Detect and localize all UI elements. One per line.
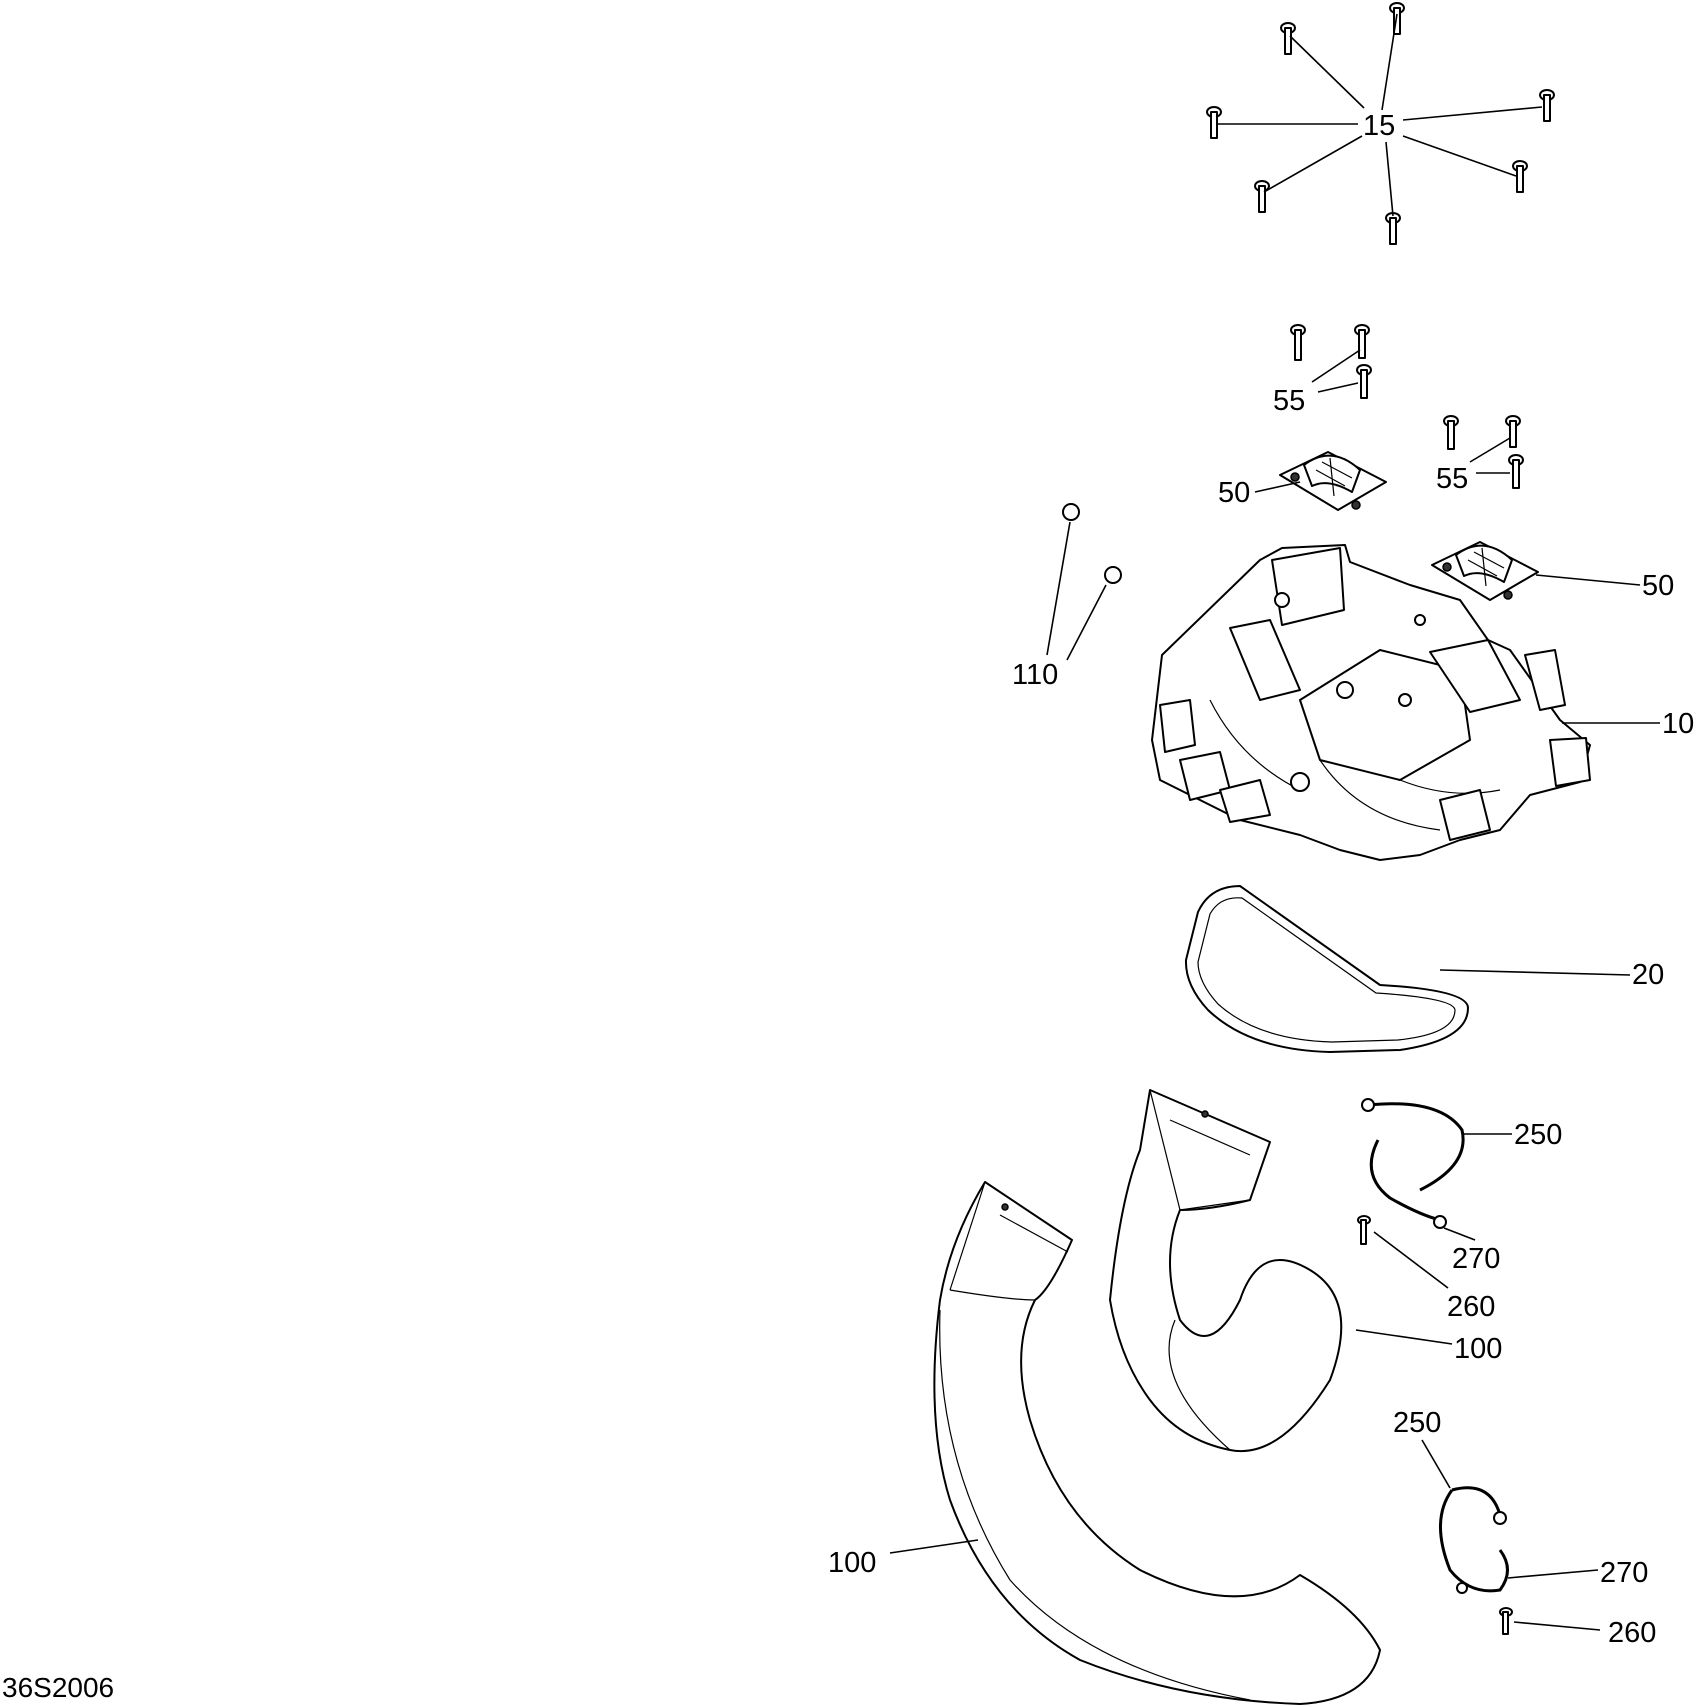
screw-55e bbox=[1505, 415, 1521, 448]
leader-55-left-a bbox=[1311, 349, 1361, 383]
bracket-50-left: 50 bbox=[1218, 451, 1387, 511]
callout-260-lower: 260 bbox=[1608, 1617, 1656, 1649]
callout-100-right: 100 bbox=[1454, 1333, 1502, 1365]
leader-55-left-b bbox=[1317, 382, 1359, 393]
screw-55d bbox=[1443, 415, 1459, 450]
callout-50-right: 50 bbox=[1642, 570, 1674, 602]
bracket-50-right: 50 bbox=[1431, 541, 1674, 602]
callout-110: 110 bbox=[1012, 659, 1058, 691]
duct-100-left: 100 bbox=[828, 1181, 1381, 1705]
screw-15f bbox=[1254, 180, 1270, 213]
screw-260-upper: 260 bbox=[1357, 1215, 1495, 1323]
screw-55c bbox=[1356, 364, 1372, 399]
screw-15d bbox=[1539, 89, 1555, 122]
air-box-10: 10 bbox=[1151, 544, 1694, 861]
clamp-250-upper: 250 bbox=[1361, 1098, 1562, 1229]
gasket-20: 20 bbox=[1184, 885, 1664, 1053]
screw-55b bbox=[1354, 324, 1370, 359]
nut-270-lower: 270 bbox=[1507, 1557, 1648, 1589]
duct-100-right: 100 bbox=[1109, 1089, 1502, 1453]
leader-55-right-a bbox=[1469, 437, 1511, 463]
callout-15: 15 bbox=[1363, 110, 1395, 142]
screw-15e bbox=[1512, 160, 1528, 193]
screw-55f bbox=[1508, 454, 1524, 489]
nut-270-upper: 270 bbox=[1443, 1227, 1500, 1275]
callout-55-left: 55 bbox=[1273, 385, 1305, 417]
clamp-250-lower: 250 bbox=[1393, 1407, 1509, 1594]
drawing-reference: 36S2006 bbox=[2, 1672, 115, 1703]
leaders-15 bbox=[1218, 13, 1543, 217]
screw-group-15: 15 bbox=[1206, 2, 1555, 245]
screw-15a bbox=[1389, 2, 1405, 35]
callout-270-lower: 270 bbox=[1600, 1557, 1648, 1589]
screw-15c bbox=[1206, 106, 1222, 139]
callout-250-lower: 250 bbox=[1393, 1407, 1441, 1439]
screw-15b bbox=[1280, 22, 1296, 55]
screw-group-55-left: 55 bbox=[1273, 324, 1372, 417]
screw-group-55-right: 55 bbox=[1436, 415, 1524, 495]
callout-250-upper: 250 bbox=[1514, 1119, 1562, 1151]
plug-group-110: 110 bbox=[1012, 503, 1122, 691]
callout-270-upper: 270 bbox=[1452, 1243, 1500, 1275]
callout-20: 20 bbox=[1632, 959, 1664, 991]
callout-260-upper: 260 bbox=[1447, 1291, 1495, 1323]
callout-100-left: 100 bbox=[828, 1547, 876, 1579]
callout-50-left: 50 bbox=[1218, 477, 1250, 509]
screw-55a bbox=[1290, 324, 1306, 361]
callout-55-right: 55 bbox=[1436, 463, 1468, 495]
callout-10: 10 bbox=[1662, 708, 1694, 740]
screw-15g bbox=[1385, 212, 1401, 245]
screw-260-lower: 260 bbox=[1499, 1607, 1656, 1649]
